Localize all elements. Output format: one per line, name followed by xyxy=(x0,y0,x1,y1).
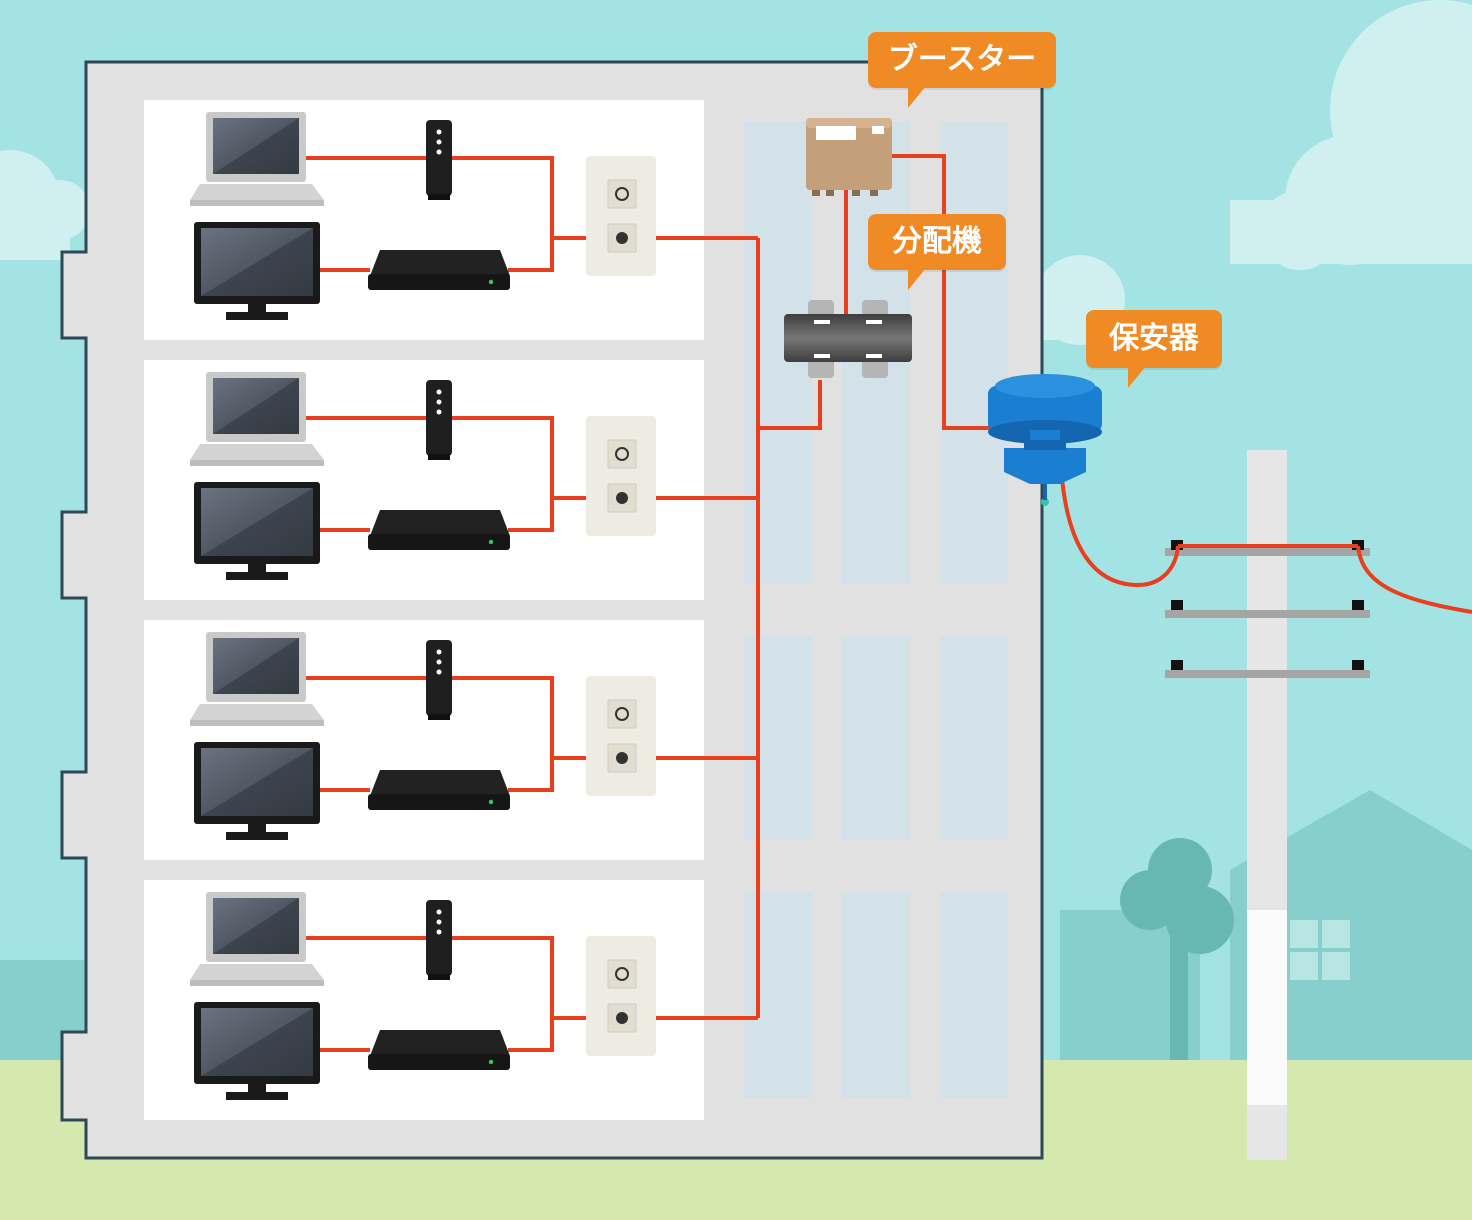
wall-outlet-icon xyxy=(586,156,656,276)
protector-label: 保安器 xyxy=(1086,310,1222,388)
splitter-device xyxy=(784,300,912,378)
background-houses xyxy=(0,790,1472,1060)
protector-device xyxy=(988,374,1102,506)
cloud-right xyxy=(1035,0,1472,345)
building-windows xyxy=(744,122,1008,1098)
cloud-left xyxy=(0,150,90,260)
floor-room xyxy=(144,100,758,340)
house-window xyxy=(1290,920,1350,980)
monitor-icon xyxy=(194,222,320,320)
wall-outlet-icon xyxy=(586,676,656,796)
floor-room xyxy=(144,360,758,600)
laptop-icon xyxy=(190,632,324,726)
distribution-cables xyxy=(756,154,990,1018)
floor-room xyxy=(144,620,758,860)
pole-crossarm xyxy=(1165,548,1370,556)
router-icon xyxy=(426,640,452,720)
callout-tail xyxy=(1128,366,1146,388)
booster-box xyxy=(806,118,892,196)
splitter-label-text: 分配機 xyxy=(892,224,982,259)
router-icon xyxy=(426,120,452,200)
floor-room xyxy=(144,880,758,1120)
pole-crossarm xyxy=(1165,670,1370,678)
protector-label-text: 保安器 xyxy=(1109,321,1199,356)
monitor-icon xyxy=(194,482,320,580)
splitter-label: 分配機 xyxy=(868,214,1006,290)
floors xyxy=(144,100,758,1120)
callout-tail xyxy=(908,268,926,290)
laptop-icon xyxy=(190,372,324,466)
router-icon xyxy=(426,900,452,980)
pole-crossarm xyxy=(1165,610,1370,618)
utility-pole xyxy=(1165,450,1370,1160)
wall-outlet-icon xyxy=(586,416,656,536)
booster-label: ブースター xyxy=(868,32,1056,108)
laptop-icon xyxy=(190,112,324,206)
monitor-icon xyxy=(194,1002,320,1100)
background-trees xyxy=(1120,838,1234,1060)
laptop-icon xyxy=(190,892,324,986)
wall-outlet-icon xyxy=(586,936,656,1056)
booster-label-text: ブースター xyxy=(887,42,1037,77)
drop-cable xyxy=(1060,477,1472,614)
set-top-box-icon xyxy=(368,250,510,290)
router-icon xyxy=(426,380,452,460)
set-top-box-icon xyxy=(368,770,510,810)
callout-tail xyxy=(908,86,926,108)
set-top-box-icon xyxy=(368,1030,510,1070)
monitor-icon xyxy=(194,742,320,840)
set-top-box-icon xyxy=(368,510,510,550)
